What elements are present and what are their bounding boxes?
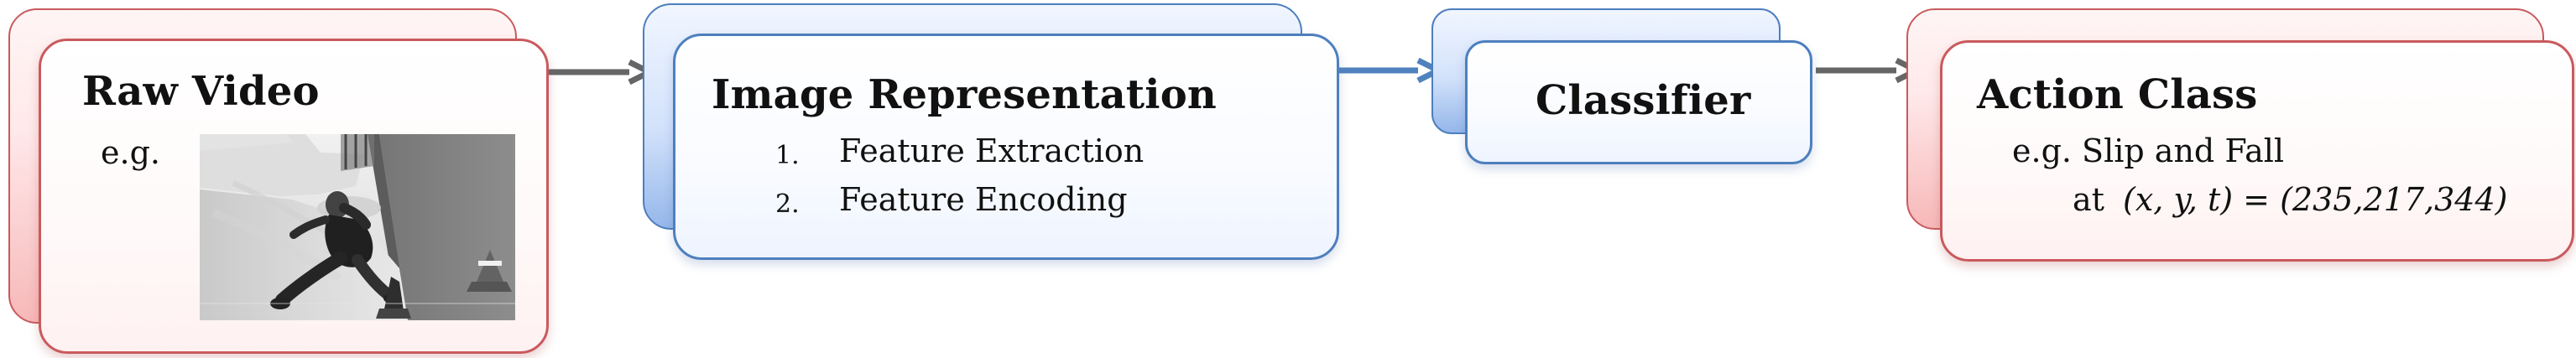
action-class-example: e.g. Slip and Fall [2012, 132, 2285, 169]
action-class-coordinates: (x, y, t) = (235,217,344) [2123, 181, 2508, 218]
right-arrow-icon [549, 59, 656, 86]
raw-video-title: Raw Video [82, 68, 320, 115]
raw-video-image [200, 134, 515, 320]
feature-extraction-label: Feature Extraction [839, 132, 1145, 169]
right-arrow-icon [1816, 57, 1923, 84]
action-class-card [1940, 40, 2574, 262]
feature-encoding-number: 2. [775, 189, 800, 219]
feature-encoding-label: Feature Encoding [839, 181, 1128, 218]
feature-extraction-number: 1. [775, 141, 800, 170]
action-class-title: Action Class [1977, 71, 2258, 118]
right-arrow-icon [1338, 57, 1445, 84]
classifier-card [1465, 40, 1812, 164]
image-representation-card [673, 34, 1339, 260]
raw-video-example-label: e.g. [101, 134, 160, 171]
action-class-at-label: at [2073, 181, 2104, 218]
classifier-title: Classifier [1536, 77, 1751, 124]
image-representation-title: Image Representation [712, 71, 1218, 118]
raw-video-thumbnail [200, 134, 515, 320]
